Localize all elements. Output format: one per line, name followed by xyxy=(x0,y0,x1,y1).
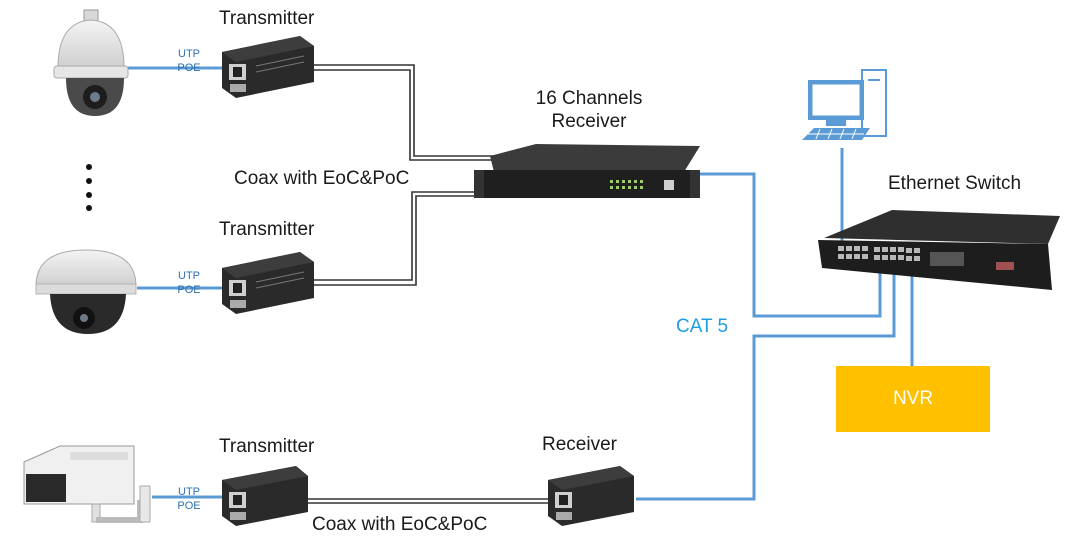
ethernet-switch-label: Ethernet Switch xyxy=(888,173,1022,194)
coax-label: Coax with EoC&PoC xyxy=(234,168,410,189)
dome-camera-icon xyxy=(35,249,137,334)
camera-2-connection-label: UTP POE xyxy=(162,269,216,297)
transmitter-label: Transmitter xyxy=(219,8,315,29)
transmitter-device-icon xyxy=(222,466,308,526)
box-camera-icon xyxy=(23,445,151,523)
transmitter-device-icon xyxy=(222,252,314,314)
transmitter-label: Transmitter xyxy=(219,219,315,240)
16-channel-receiver-icon xyxy=(474,144,700,198)
16-channel-receiver-label: 16 Channels Receiver xyxy=(524,87,654,133)
nvr-label: NVR xyxy=(892,388,934,409)
utp-label: UTP xyxy=(178,486,200,498)
poe-label: POE xyxy=(177,500,201,512)
poe-label: POE xyxy=(177,62,201,74)
utp-label: UTP xyxy=(178,48,200,60)
more-cameras-ellipsis xyxy=(86,164,92,211)
ptz-dome-camera-icon xyxy=(53,9,129,116)
utp-label: UTP xyxy=(178,270,200,282)
utp-cables xyxy=(123,66,222,499)
transmitter-device-icon xyxy=(222,36,314,98)
poe-label: POE xyxy=(177,284,201,296)
receiver-device-icon xyxy=(548,466,634,526)
coax-cables xyxy=(306,64,548,504)
desktop-computer-icon xyxy=(802,69,887,140)
transmitter-label: Transmitter xyxy=(219,436,315,457)
receiver-label-line1: 16 Channels xyxy=(535,88,643,109)
cat5-label: CAT 5 xyxy=(676,316,729,337)
nvr-box: NVR xyxy=(836,366,990,432)
ethernet-switch-icon xyxy=(818,210,1060,290)
receiver-label: Receiver xyxy=(542,434,617,455)
coax-label: Coax with EoC&PoC xyxy=(312,514,488,535)
camera-3-connection-label: UTP POE xyxy=(162,485,216,513)
camera-1-connection-label: UTP POE xyxy=(162,47,216,75)
receiver-label-line2: Receiver xyxy=(551,111,627,132)
